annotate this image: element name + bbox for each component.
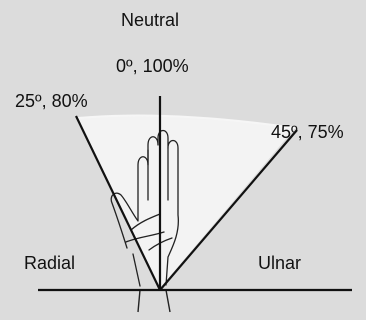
ulnar-label: Ulnar — [258, 254, 301, 272]
radial-label: Radial — [24, 254, 75, 272]
title-neutral: Neutral — [121, 11, 179, 29]
radial-angle-label: 25º, 80% — [15, 92, 88, 110]
forearm-lines — [138, 290, 170, 312]
ulnar-angle-label: 45º, 75% — [271, 123, 344, 141]
neutral-angle-label: 0º, 100% — [116, 57, 189, 75]
